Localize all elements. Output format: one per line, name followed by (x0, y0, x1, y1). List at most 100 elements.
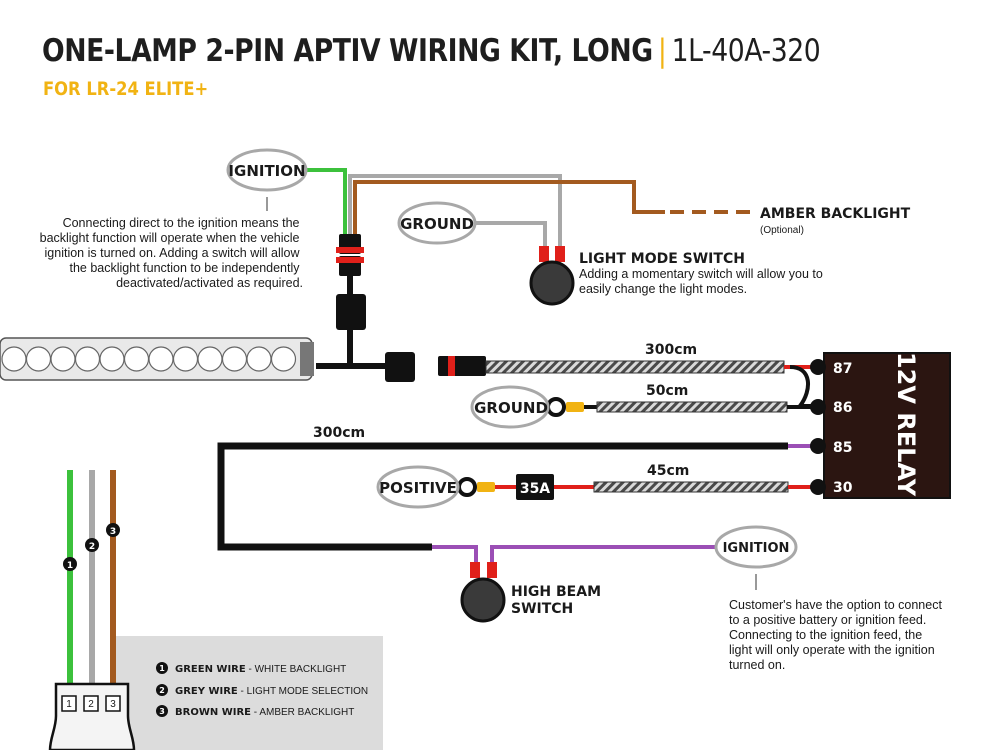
switch-terminal (487, 562, 497, 578)
ignition-note-line: the backlight function to be independent… (69, 261, 300, 275)
relay-pin-label: 85 (833, 440, 852, 456)
legend-desc: WHITE BACKLIGHT (255, 664, 347, 675)
positive-label: POSITIVE (379, 479, 457, 497)
led-reflector (221, 346, 248, 372)
legend-number: 3 (159, 707, 165, 716)
wire-number-marker (63, 557, 77, 571)
ignition-bottom-note-line: Customer's have the option to connect (729, 598, 942, 612)
light-bar-icon (0, 337, 314, 381)
positive-oval (376, 465, 460, 509)
legend-desc: LIGHT MODE SELECTION (247, 686, 369, 697)
ignition-note-line: Connecting direct to the ignition means … (63, 216, 300, 230)
brown-wire-top (353, 180, 665, 240)
legend-number: 2 (159, 686, 165, 695)
led-reflector (25, 346, 52, 372)
led-reflector (172, 346, 199, 372)
switch-terminal (470, 562, 480, 578)
ignition-bottom-label: IGNITION (723, 541, 790, 556)
ignition-note-line: ignition is turned on. Adding a switch w… (45, 246, 301, 260)
high-beam-label-line2: SWITCH (511, 601, 573, 617)
ignition-bottom-note-line: to a positive battery or ignition feed. (729, 613, 926, 627)
title-separator: | (657, 33, 667, 69)
connector-seal (448, 356, 455, 376)
connector-pin-slot (83, 695, 99, 712)
relay-pin-30 (810, 479, 826, 495)
ignition-bottom-note-line: turned on. (729, 658, 785, 672)
lamp-plug-top (336, 294, 366, 330)
legend-wire: BROWN WIRE (175, 707, 251, 718)
legend-wire: GREY WIRE (175, 686, 238, 697)
light-mode-switch-icon (529, 260, 575, 306)
wire-number-marker (85, 538, 99, 552)
relay-pin-label: 30 (833, 480, 853, 496)
relay-label: 12V RELAY (892, 352, 920, 497)
high-beam-label-line1: HIGH BEAM (511, 584, 601, 600)
connector-pin-number: 1 (66, 699, 72, 710)
connector-pin-slot (105, 695, 121, 712)
led-reflector (1, 346, 27, 372)
green-wire-top (307, 168, 347, 240)
ground-relay-label: GROUND (474, 399, 548, 417)
legend-item: 1 GREEN WIRE - WHITE BACKLIGHT (156, 662, 346, 675)
legend-wire: GREEN WIRE (175, 664, 246, 675)
ignition-note-line: backlight function will operate when the… (40, 231, 300, 245)
ground-crimp (566, 402, 584, 412)
fuse-icon (516, 474, 554, 500)
ground-relay-oval (470, 385, 550, 429)
ignition-bottom-note: Customer's have the option to connect to… (729, 598, 945, 672)
led-reflector (50, 346, 76, 372)
purple-wire-ignition (490, 545, 716, 568)
ground-lead-sleeve (596, 401, 788, 413)
led-reflector (123, 346, 150, 372)
ring-terminal-icon (457, 477, 477, 497)
ignition-bottom-oval (714, 525, 798, 569)
connector-pin-slot (61, 695, 77, 712)
amber-backlight-label: AMBER BACKLIGHT (760, 206, 911, 222)
wire-number-marker (106, 523, 120, 537)
legend-item: 2 GREY WIRE - LIGHT MODE SELECTION (156, 684, 368, 697)
positive-lead-sleeve (593, 481, 789, 493)
fuse-label: 35A (520, 481, 550, 497)
main-harness-sleeve (485, 360, 785, 374)
main-plug-icon (385, 352, 415, 382)
legend-text: BROWN WIRE - AMBER BACKLIGHT (175, 707, 354, 718)
ground-top-label: GROUND (400, 215, 474, 233)
connector-seal (336, 257, 364, 263)
legend-dash: - (238, 686, 247, 697)
led-reflector (74, 346, 101, 372)
length-switch-loop: 300cm (313, 425, 365, 441)
ignition-top-label: IGNITION (228, 162, 305, 180)
length-ground-lead: 50cm (646, 383, 688, 399)
ignition-note: Connecting direct to the ignition means … (40, 216, 303, 290)
connector-seal (336, 247, 364, 253)
switch-terminal (539, 246, 549, 262)
legend-number: 1 (159, 664, 165, 673)
ignition-bottom-note-line: light will only operate with the ignitio… (729, 643, 935, 657)
switch-loop-wire (217, 442, 788, 551)
led-reflector (197, 346, 223, 372)
product-code: 1L-40A-320 (671, 33, 821, 69)
page-title: ONE-LAMP 2-PIN APTIV WIRING KIT, LONG|1L… (42, 33, 821, 69)
ring-terminal-icon (546, 397, 566, 417)
light-mode-switch-label: LIGHT MODE SWITCH (579, 251, 745, 267)
led-reflector (246, 346, 272, 372)
ignition-note-line: deactivated/activated as required. (116, 276, 303, 290)
legend-dash: - (251, 707, 259, 718)
positive-crimp (477, 482, 495, 492)
length-main-harness: 300cm (645, 342, 697, 358)
aptiv-connector-icon (48, 682, 136, 750)
amber-optional-label: (Optional) (760, 225, 804, 236)
legend-item: 3 BROWN WIRE - AMBER BACKLIGHT (156, 705, 354, 718)
main-connector-icon (438, 356, 486, 376)
grey-wire-top (348, 174, 562, 250)
connector-pin-number: 2 (88, 699, 94, 710)
relay-icon (823, 352, 951, 499)
relay-pin-label: 86 (833, 400, 852, 416)
wire-number: 3 (110, 527, 116, 537)
wire-number: 1 (67, 561, 73, 571)
legend-desc: AMBER BACKLIGHT (259, 707, 354, 718)
legend-text: GREEN WIRE - WHITE BACKLIGHT (175, 664, 346, 675)
legend-dash: - (246, 664, 255, 675)
relay-pin-87 (810, 359, 826, 375)
